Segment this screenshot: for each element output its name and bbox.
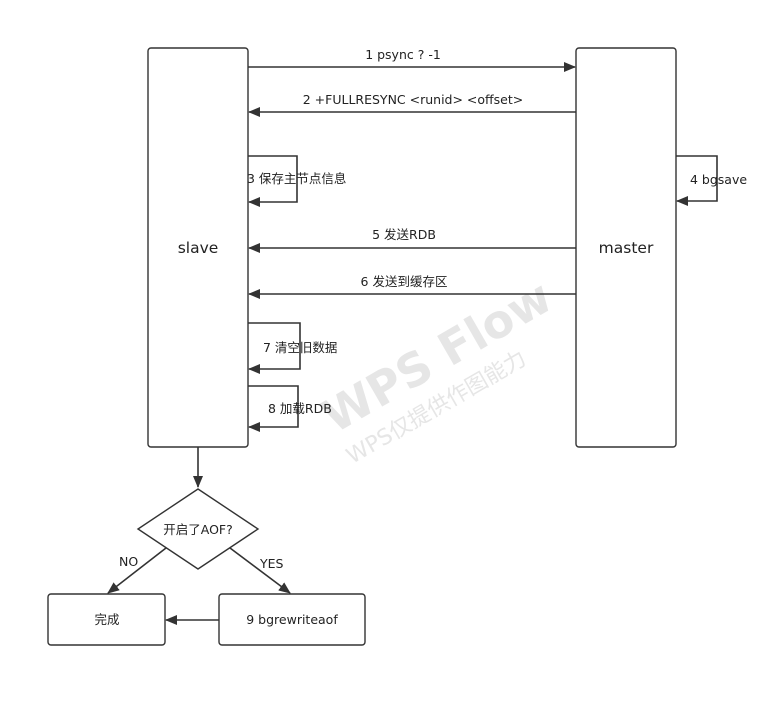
decision-label: 开启了AOF? (163, 522, 233, 537)
slave-label: slave (178, 239, 219, 257)
step3-loop-arrow (248, 155, 298, 207)
done-label: 完成 (94, 612, 119, 627)
master-label: master (599, 239, 654, 257)
step7-label: 7 清空旧数据 (263, 340, 337, 355)
step2-label: 2 +FULLRESYNC <runid> <offset> (303, 92, 524, 107)
step7-loop-arrow (248, 322, 301, 374)
watermark: WPS Flow WPS仅提供作图能力 (313, 269, 561, 469)
step1-label: 1 psync ? -1 (365, 47, 441, 62)
step4-loop-arrow (676, 155, 718, 206)
no-branch-label: NO (119, 554, 138, 569)
step5-label: 5 发送RDB (372, 227, 436, 242)
step3-label: 3 保存主节点信息 (247, 171, 346, 186)
no-branch-arrow (107, 547, 167, 594)
step6-label: 6 发送到缓存区 (361, 274, 448, 289)
aof-decision-node (136, 488, 260, 570)
rewrite-label: 9 bgrewriteaof (246, 612, 338, 627)
step8-label: 8 加载RDB (268, 401, 332, 416)
step8-loop-arrow (248, 385, 299, 432)
yes-branch-label: YES (259, 556, 284, 571)
step4-label: 4 bgsave (690, 172, 747, 187)
yes-branch-arrow (229, 547, 291, 594)
